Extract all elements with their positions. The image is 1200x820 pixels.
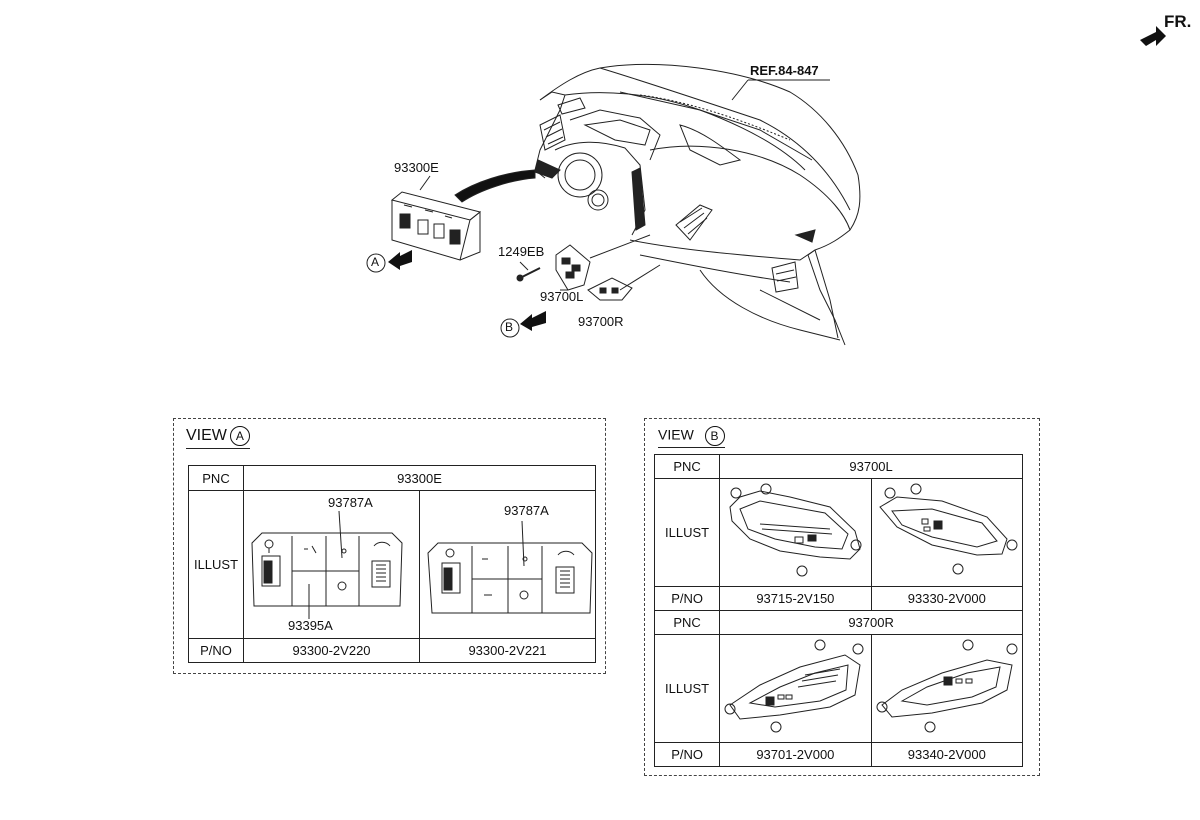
illust-cell-93715 xyxy=(719,478,872,587)
illust-cell-1: 93787A 93395A xyxy=(243,490,420,639)
switch-93700R xyxy=(587,277,633,301)
view-b-arrow xyxy=(520,311,546,331)
view-a-title-text: VIEW xyxy=(186,427,227,445)
switch-93700L xyxy=(555,244,591,291)
view-a-title-marker: A xyxy=(229,426,250,446)
switch-panel-illust-2V221 xyxy=(427,520,593,614)
heated-seat-switch-illust-93701 xyxy=(724,639,864,733)
install-arrow xyxy=(454,169,536,203)
front-direction-label: FR. xyxy=(1164,12,1192,31)
illust-header: ILLUST xyxy=(653,634,721,743)
part-number: 93715-2V150 xyxy=(719,586,872,611)
part-number: 93300-2V221 xyxy=(419,638,596,663)
lower-vent xyxy=(771,261,799,293)
view-b-box xyxy=(644,418,1040,776)
pnc-header: PNC xyxy=(188,465,244,491)
illust-cell-93340 xyxy=(870,634,1024,743)
pnc-header: PNC xyxy=(653,454,721,479)
pnc-value: 93300E xyxy=(243,465,596,491)
view-b-title: VIEW B xyxy=(658,426,725,448)
callout-93700L: 93700L xyxy=(540,289,584,304)
callout-1249EB: 1249EB xyxy=(498,244,545,259)
pnc-header: PNC xyxy=(653,610,721,635)
view-b-title-text: VIEW xyxy=(658,426,694,443)
view-b-table: PNC 93700L ILLUST xyxy=(653,454,1024,767)
side-vent xyxy=(539,114,566,151)
screw-1249EB xyxy=(519,267,541,279)
pno-header: P/NO xyxy=(653,586,721,611)
pno-header: P/NO xyxy=(188,638,244,663)
callout-93787A-right: 93787A xyxy=(504,503,549,518)
view-a-table: PNC 93300E ILLUST xyxy=(188,465,596,663)
heated-seat-switch-illust-93715 xyxy=(729,483,862,577)
callout-93700R: 93700R xyxy=(578,314,624,329)
heated-seat-switch-illust-93340 xyxy=(876,639,1018,733)
view-b-title-marker: B xyxy=(704,426,725,446)
illust-cell-2: 93787A xyxy=(419,490,596,639)
switch-panel-illust-2V220 xyxy=(251,510,403,619)
part-number: 93300-2V220 xyxy=(243,638,420,663)
part-number: 93340-2V000 xyxy=(870,742,1024,767)
heated-seat-switch-illust-93330 xyxy=(879,483,1018,575)
switch-panel-93300E xyxy=(390,191,482,261)
callout-93787A-left: 93787A xyxy=(328,495,373,510)
ref-label: REF.84-847 xyxy=(750,63,819,78)
illust-header: ILLUST xyxy=(188,490,244,639)
illust-header: ILLUST xyxy=(653,478,721,587)
center-vent xyxy=(675,204,713,241)
part-number: 93701-2V000 xyxy=(719,742,872,767)
illust-cell-93330 xyxy=(870,478,1024,587)
front-direction-arrow xyxy=(1140,26,1166,46)
view-a-box xyxy=(173,418,606,674)
pno-header: P/NO xyxy=(653,742,721,767)
callout-93300E: 93300E xyxy=(394,160,439,175)
pnc-value-right: 93700R xyxy=(719,610,1023,635)
view-a-arrow xyxy=(388,250,412,270)
pnc-value-left: 93700L xyxy=(719,454,1023,479)
illust-cell-93701 xyxy=(719,634,872,743)
callout-93395A: 93395A xyxy=(288,618,333,633)
instrument-panel-outline xyxy=(539,63,861,256)
view-a-marker: A xyxy=(371,255,380,269)
view-b-marker: B xyxy=(505,320,514,334)
part-number: 93330-2V000 xyxy=(870,586,1024,611)
